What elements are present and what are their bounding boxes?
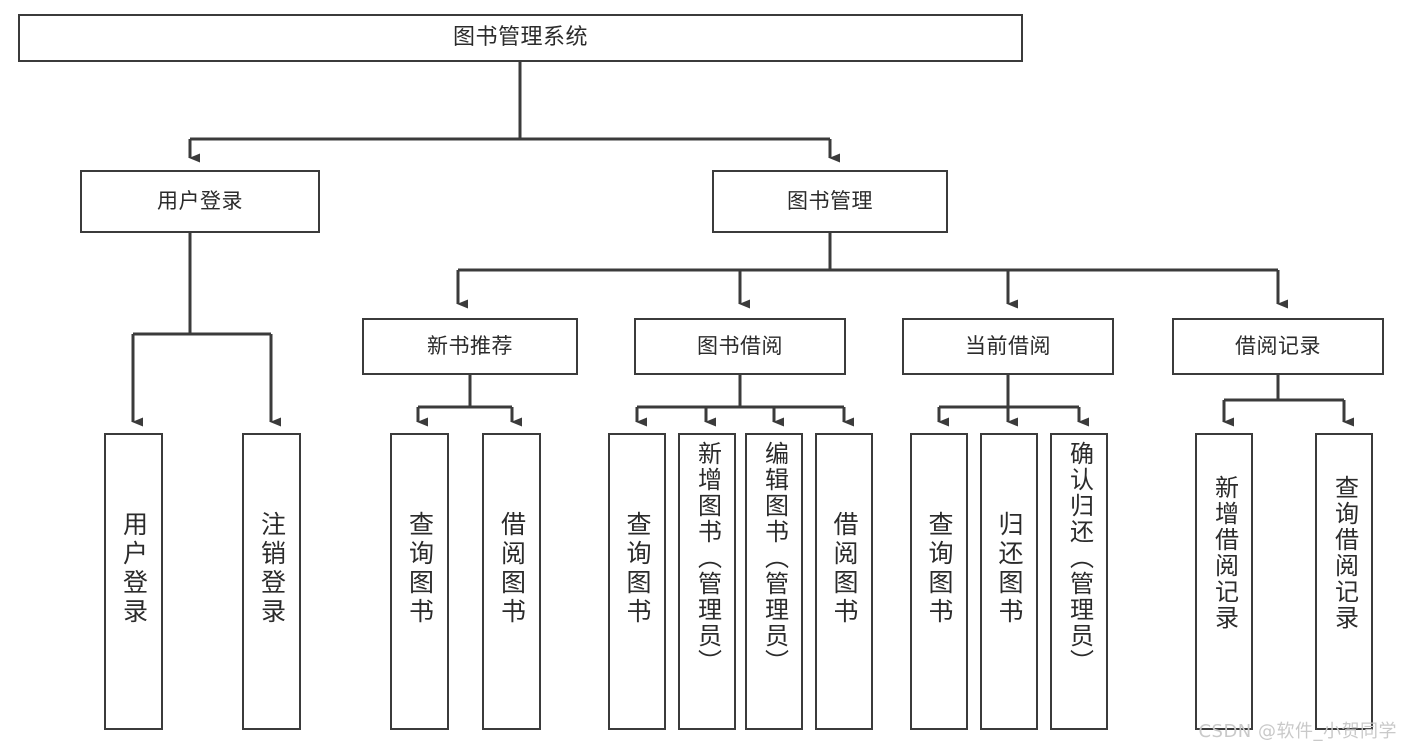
leaf-query-borrow-record[interactable]: 查询借阅记录	[1315, 433, 1373, 730]
leaf-query-book-recommend[interactable]: 查询图书	[390, 433, 449, 730]
node-user-login[interactable]: 用户登录	[80, 170, 320, 233]
leaf-query-book-recommend-label: 查询图书	[405, 511, 435, 627]
leaf-borrow-book-recommend-label: 借阅图书	[497, 511, 527, 627]
leaf-query-book-borrow-label: 查询图书	[623, 511, 652, 627]
node-book-borrow-label: 图书借阅	[697, 333, 783, 358]
leaf-query-book-borrow[interactable]: 查询图书	[608, 433, 666, 730]
leaf-return-book-label: 归还图书	[995, 511, 1024, 627]
node-book-management[interactable]: 图书管理	[712, 170, 948, 233]
leaf-user-login-label: 用户登录	[119, 511, 149, 627]
node-current-borrow[interactable]: 当前借阅	[902, 318, 1114, 375]
node-new-book-recommend[interactable]: 新书推荐	[362, 318, 578, 375]
node-borrow-record-label: 借阅记录	[1235, 333, 1321, 358]
leaf-confirm-return-admin-label: 确认归还（管理员）	[1065, 441, 1094, 675]
leaf-borrow-book-borrow[interactable]: 借阅图书	[815, 433, 873, 730]
node-current-borrow-label: 当前借阅	[965, 333, 1051, 358]
leaf-add-borrow-record-label: 新增借阅记录	[1210, 475, 1239, 631]
node-root-label: 图书管理系统	[452, 24, 588, 50]
leaf-user-login[interactable]: 用户登录	[104, 433, 163, 730]
leaf-logout-label: 注销登录	[257, 511, 287, 627]
leaf-borrow-book-borrow-label: 借阅图书	[830, 511, 859, 627]
leaf-confirm-return-admin[interactable]: 确认归还（管理员）	[1050, 433, 1108, 730]
leaf-edit-book-admin-label: 编辑图书（管理员）	[760, 441, 789, 675]
leaf-query-borrow-record-label: 查询借阅记录	[1330, 475, 1359, 631]
leaf-edit-book-admin[interactable]: 编辑图书（管理员）	[745, 433, 803, 730]
leaf-add-book-admin-label: 新增图书（管理员）	[693, 441, 722, 675]
leaf-return-book[interactable]: 归还图书	[980, 433, 1038, 730]
leaf-logout[interactable]: 注销登录	[242, 433, 301, 730]
node-root[interactable]: 图书管理系统	[18, 14, 1023, 62]
node-borrow-record[interactable]: 借阅记录	[1172, 318, 1384, 375]
node-book-borrow[interactable]: 图书借阅	[634, 318, 846, 375]
node-book-management-label: 图书管理	[787, 188, 873, 213]
leaf-query-book-current-label: 查询图书	[925, 511, 954, 627]
leaf-add-borrow-record[interactable]: 新增借阅记录	[1195, 433, 1253, 730]
leaf-add-book-admin[interactable]: 新增图书（管理员）	[678, 433, 736, 730]
leaf-query-book-current[interactable]: 查询图书	[910, 433, 968, 730]
watermark: CSDN @软件_小贺同学	[1198, 721, 1397, 742]
leaf-borrow-book-recommend[interactable]: 借阅图书	[482, 433, 541, 730]
node-new-book-recommend-label: 新书推荐	[427, 333, 513, 358]
node-user-login-label: 用户登录	[157, 188, 243, 213]
